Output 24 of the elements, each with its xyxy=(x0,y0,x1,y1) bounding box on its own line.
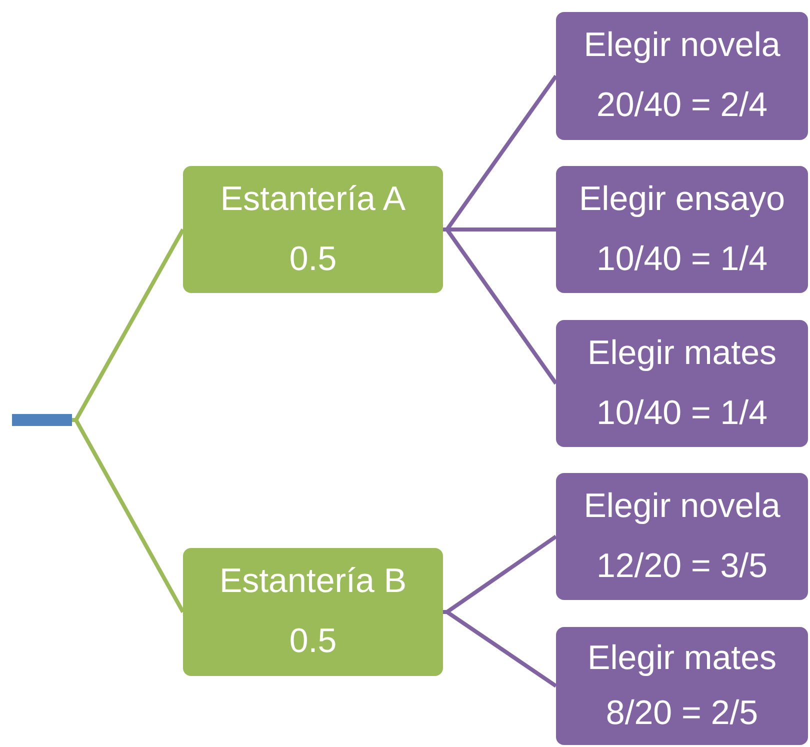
root-bar xyxy=(12,414,72,426)
probability-value: 10/40 = 1/4 xyxy=(596,394,768,432)
branch-title: Elegir mates xyxy=(588,640,776,678)
probability-box xyxy=(556,166,808,293)
probability-box xyxy=(183,166,443,293)
branch-title: Elegir novela xyxy=(584,27,780,65)
probability-value: 0.5 xyxy=(289,623,337,661)
branch-title: Elegir novela xyxy=(584,488,780,526)
branch-title: Estantería B xyxy=(219,563,407,601)
branch-title: Elegir ensayo xyxy=(578,181,785,218)
connector-line xyxy=(72,418,185,613)
probability-value: 8/20 = 2/5 xyxy=(606,694,758,732)
probability-value: 12/20 = 3/5 xyxy=(596,548,768,585)
probability-box xyxy=(556,320,808,447)
probability-box xyxy=(183,548,443,676)
connector-line xyxy=(72,228,185,422)
probability-box xyxy=(556,473,808,600)
branch-title: Elegir mates xyxy=(588,335,776,372)
branch-title: Estantería A xyxy=(220,181,406,218)
probability-box xyxy=(556,627,808,745)
probability-value: 10/40 = 1/4 xyxy=(596,240,768,278)
probability-value: 20/40 = 2/4 xyxy=(596,87,768,125)
probability-box xyxy=(556,12,808,140)
probability-value: 0.5 xyxy=(289,240,337,278)
